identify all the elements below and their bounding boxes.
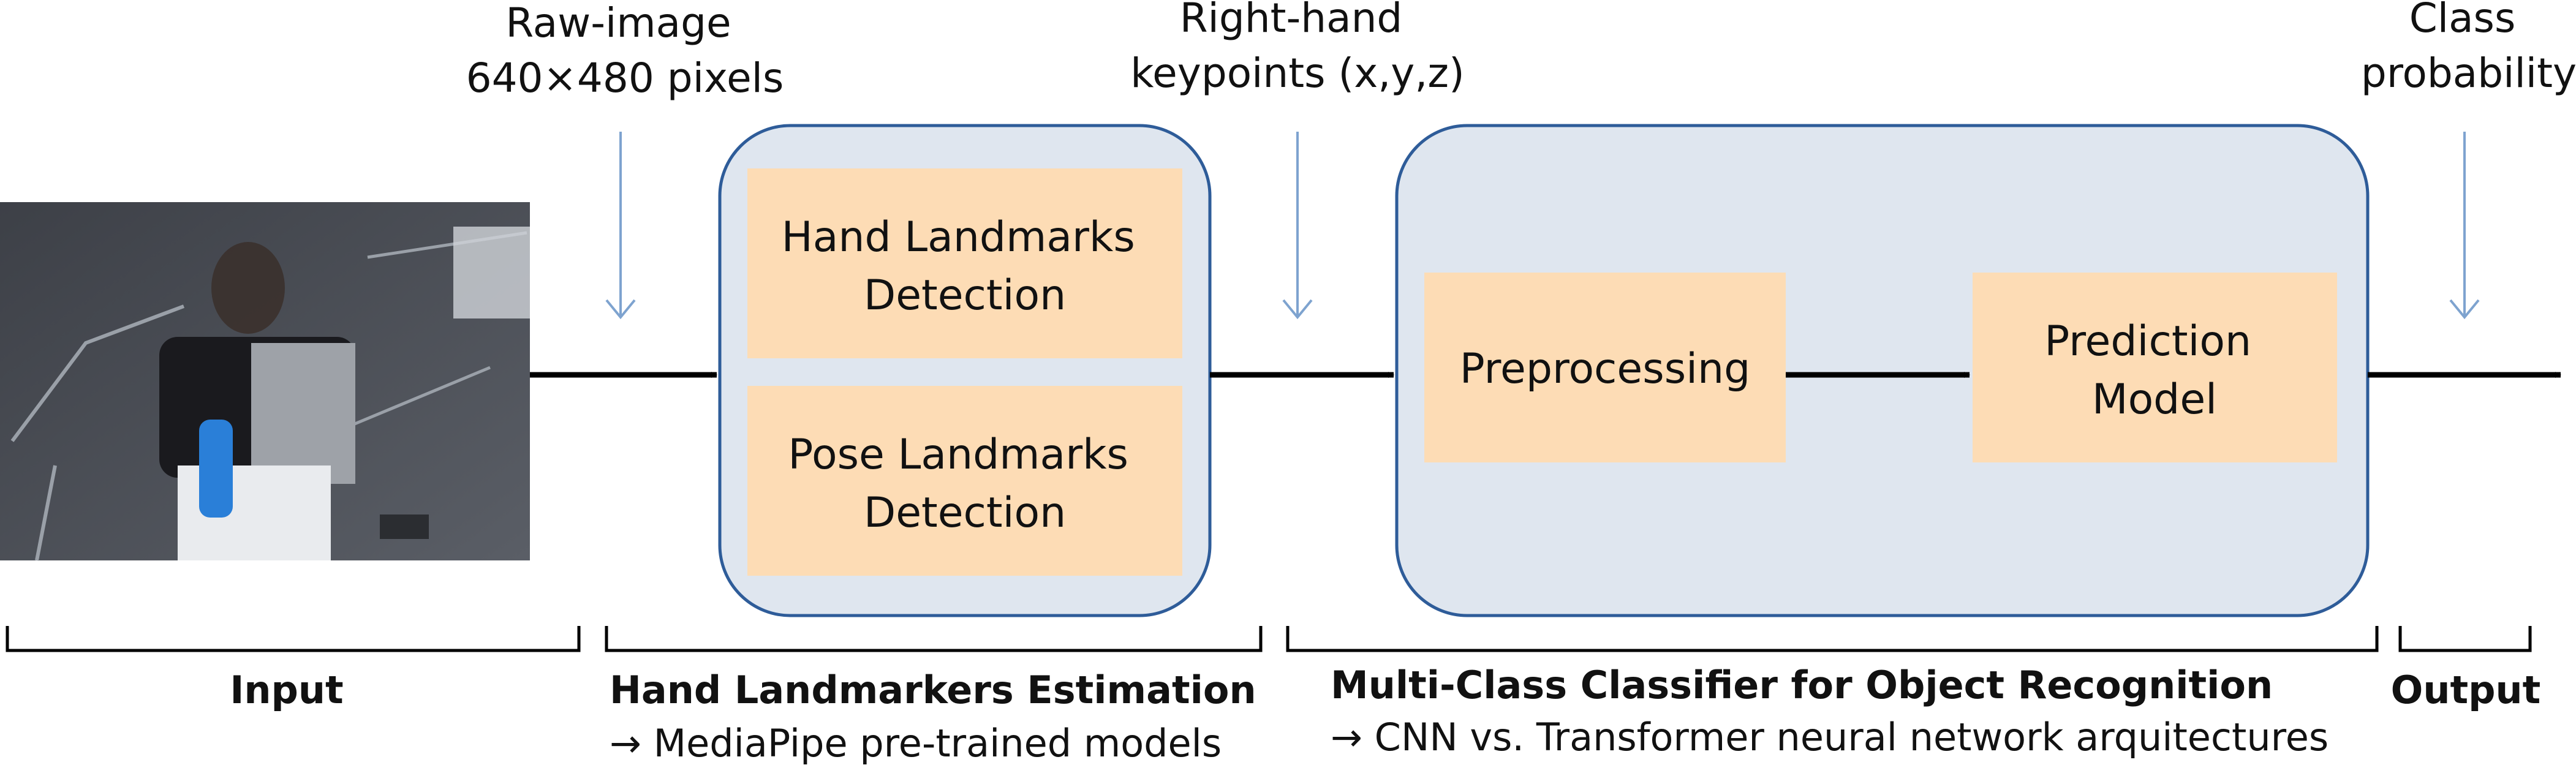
output-section-title: Output [2391, 668, 2541, 712]
hand-landmarks-box [747, 168, 1182, 358]
pose-landmarks-box [747, 386, 1182, 576]
estimation-section-note: → MediaPipe pre-trained models [610, 721, 1222, 765]
bracket-estimation [605, 626, 1263, 652]
input-section-title: Input [230, 668, 343, 712]
keypoints-label: Right-hand keypoints (x,y,z) [1130, 0, 1464, 97]
input-photo [0, 202, 530, 561]
prediction-model-box [1973, 273, 2337, 462]
pointer-keypoints [1282, 132, 1313, 320]
preprocessing-box [1424, 273, 1786, 462]
classifier-section-note: → CNN vs. Transformer neural network arq… [1331, 715, 2329, 759]
preprocessing-label: Preprocessing [1460, 345, 1751, 393]
bracket-output [2398, 626, 2532, 652]
prediction-model-label: Prediction Model [2044, 317, 2264, 424]
pointer-raw-image [605, 132, 636, 320]
classifier-container [1395, 124, 2370, 617]
bracket-input [6, 626, 581, 652]
pose-landmarks-label: Pose Landmarks Detection [788, 431, 1141, 537]
raw-image-label: Raw-image 640×480 pixels [466, 0, 784, 102]
hand-landmarks-label: Hand Landmarks Detection [782, 213, 1149, 320]
class-probability-label: Class probability [2361, 0, 2576, 97]
classifier-section-title: Multi-Class Classifier for Object Recogn… [1331, 663, 2273, 707]
bracket-classifier [1286, 626, 2379, 652]
pointer-class-probability [2449, 132, 2480, 320]
estimation-section-title: Hand Landmarkers Estimation [610, 668, 1256, 712]
